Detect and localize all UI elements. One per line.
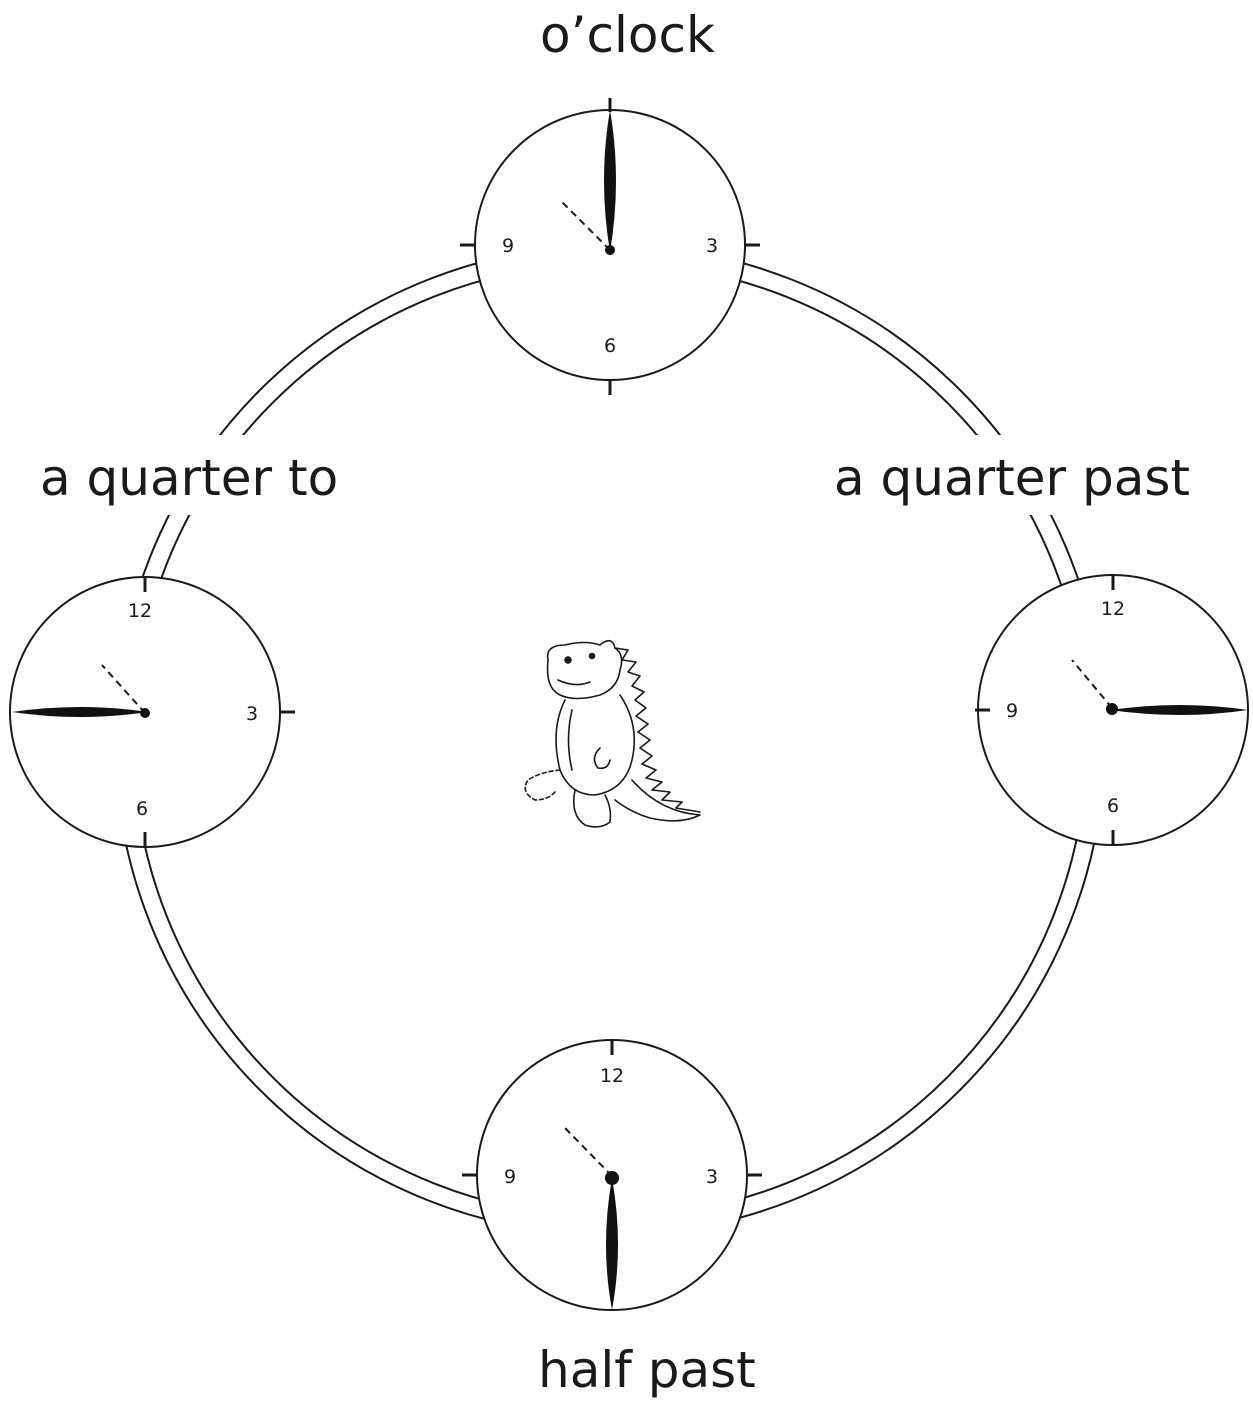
clock-pivot	[605, 1171, 619, 1185]
clock-number-9: 9	[1006, 700, 1018, 722]
clock-number-3: 3	[706, 1166, 718, 1188]
clock-number-6: 6	[1107, 795, 1119, 817]
clock-pivot	[140, 708, 150, 718]
clock-number-6: 6	[604, 335, 616, 357]
label-quarter-to: a quarter to	[40, 453, 338, 503]
label-oclock: o’clock	[540, 10, 715, 60]
clock-pivot	[605, 245, 615, 255]
clock-number-6: 6	[136, 798, 148, 820]
clock-number-12: 12	[1101, 598, 1125, 620]
clock-quarter-past: 12 9 6	[975, 575, 1248, 845]
clock-quarter-to: 12 3 6	[10, 577, 295, 847]
clock-number-9: 9	[502, 235, 514, 257]
clock-number-3: 3	[706, 235, 718, 257]
dinosaur-icon	[525, 641, 700, 827]
clock-number-3: 3	[246, 703, 258, 725]
label-quarter-past: a quarter past	[834, 453, 1190, 503]
clock-oclock: 9 3 6	[460, 98, 760, 395]
clock-number-12: 12	[600, 1065, 624, 1087]
clock-half-past: 12 9 3	[462, 1040, 762, 1310]
clock-pivot	[1106, 703, 1118, 715]
label-half-past: half past	[538, 1345, 756, 1395]
clock-number-9: 9	[504, 1166, 516, 1188]
clock-number-12: 12	[128, 600, 152, 622]
